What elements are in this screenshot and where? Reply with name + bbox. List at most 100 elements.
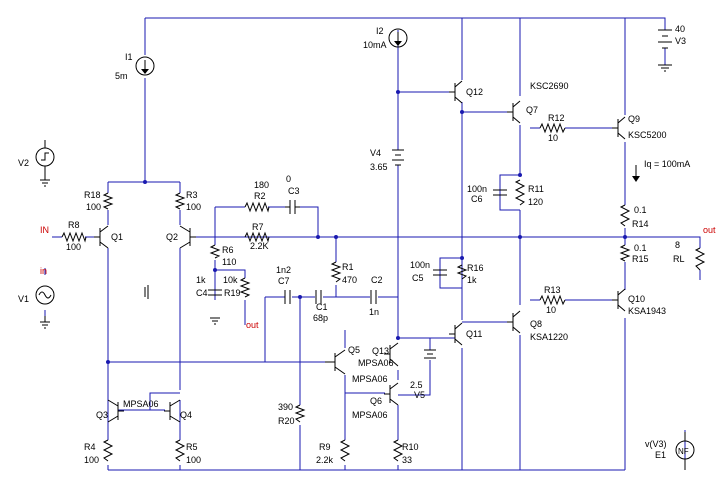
svg-text:C1: C1 [316,302,328,312]
v3-name: V3 [675,36,686,46]
svg-text:out: out [246,320,259,330]
svg-text:10k: 10k [223,275,238,285]
svg-text:C2: C2 [371,275,383,285]
resistor-r13 [539,294,566,306]
svg-text:R3: R3 [186,190,198,200]
resistor-r19 [239,277,251,298]
v4-value: 3.65 [370,162,388,172]
junctions [106,90,627,364]
capacitor-c4 [208,289,222,296]
resistor-r18 [102,192,114,210]
resistor-r10 [392,439,404,462]
svg-text:MPSA06: MPSA06 [352,410,388,420]
svg-text:100n: 100n [467,184,487,194]
svg-text:Q7: Q7 [526,105,538,115]
svg-text:R20: R20 [278,416,295,426]
svg-text:R4: R4 [84,442,96,452]
v5-value: 2.5 [410,380,423,390]
v4-name: V4 [370,148,381,158]
resistor-r12 [539,122,566,134]
svg-text:C5: C5 [412,273,424,283]
svg-text:C4: C4 [196,288,208,298]
pulse-source-v2: V2 [18,140,55,187]
svg-text:2.2K: 2.2K [250,241,269,251]
i1-value: 5m [115,71,128,81]
svg-text:R10: R10 [402,442,419,452]
svg-text:1k: 1k [467,275,477,285]
svg-text:R5: R5 [186,442,198,452]
e1-symbol: NF [678,447,689,456]
svg-text:0.1: 0.1 [634,205,647,215]
transistors [94,80,640,423]
svg-text:470: 470 [342,275,357,285]
svg-text:Q10: Q10 [628,294,645,304]
capacitor-c5 [433,269,447,276]
resistor-r8 [61,231,87,243]
svg-text:Q11: Q11 [466,329,482,339]
svg-text:KSC2690: KSC2690 [530,81,569,91]
resistor-r5 [174,439,186,462]
v5-name: V5 [414,390,425,400]
resistor-r6 [209,244,221,259]
v3-value: 40 [675,24,685,34]
i1-name: I1 [125,52,133,62]
i2-value: 10mA [363,40,387,50]
svg-text:Q4: Q4 [180,410,192,420]
svg-text:MPSA06: MPSA06 [123,399,159,409]
svg-text:KSA1220: KSA1220 [530,332,568,342]
svg-text:KSC5200: KSC5200 [628,130,667,140]
svg-text:Q6: Q6 [370,396,382,406]
resistor-r7 [244,231,270,243]
svg-text:Q12: Q12 [466,87,483,97]
capacitor-c2 [370,290,377,304]
labels: R18 100 R3 100 R8 100 IN Q1 Q2 180 R2 0 … [40,81,716,465]
svg-text:100: 100 [66,242,81,252]
current-source-i2: I2 10mA [363,26,408,50]
battery-v5: 2.5 V5 [410,349,436,400]
svg-text:68p: 68p [313,313,328,323]
svg-text:100n: 100n [410,260,430,270]
resistor-r15 [619,244,631,262]
resistor-r4 [102,439,114,462]
resistors [61,122,706,462]
svg-text:MPSA06: MPSA06 [358,358,394,368]
svg-text:100: 100 [186,455,201,465]
svg-text:R8: R8 [68,220,80,230]
svg-text:0.1: 0.1 [634,243,647,253]
svg-text:C3: C3 [288,186,300,196]
resistor-rl [694,247,706,271]
e1-name: E1 [655,450,666,460]
net-in-label: in [40,266,47,276]
svg-text:R11: R11 [528,184,544,194]
svg-text:R13: R13 [544,285,561,295]
svg-text:Q8: Q8 [530,319,542,329]
svg-text:C7: C7 [278,276,290,286]
svg-text:IN: IN [40,225,49,235]
capacitor-c6 [493,189,507,196]
battery-v4: V4 3.65 [370,148,404,172]
v1-name: V1 [18,294,29,304]
resistor-r9 [339,439,351,462]
capacitor-c7 [284,290,291,304]
svg-text:R15: R15 [632,254,649,264]
e1-value: v(V3) [645,439,667,449]
svg-text:KSA1943: KSA1943 [628,306,666,316]
svg-text:R2: R2 [254,191,266,201]
svg-text:33: 33 [402,455,412,465]
v2-name: V2 [18,158,29,168]
svg-text:Q3: Q3 [96,410,108,420]
capacitor-c1 [315,290,322,304]
svg-text:180: 180 [254,180,269,190]
svg-text:100: 100 [186,202,201,212]
svg-text:110: 110 [222,257,236,267]
svg-text:100: 100 [86,202,101,212]
svg-text:2.2k: 2.2k [316,455,334,465]
ground-symbols [144,285,220,325]
svg-text:Q9: Q9 [628,114,640,124]
current-source-i1: I1 5m [115,52,155,81]
svg-text:R6: R6 [222,245,234,255]
svg-text:Q1: Q1 [111,232,123,242]
svg-text:8: 8 [675,240,680,250]
svg-text:1n: 1n [369,307,379,317]
